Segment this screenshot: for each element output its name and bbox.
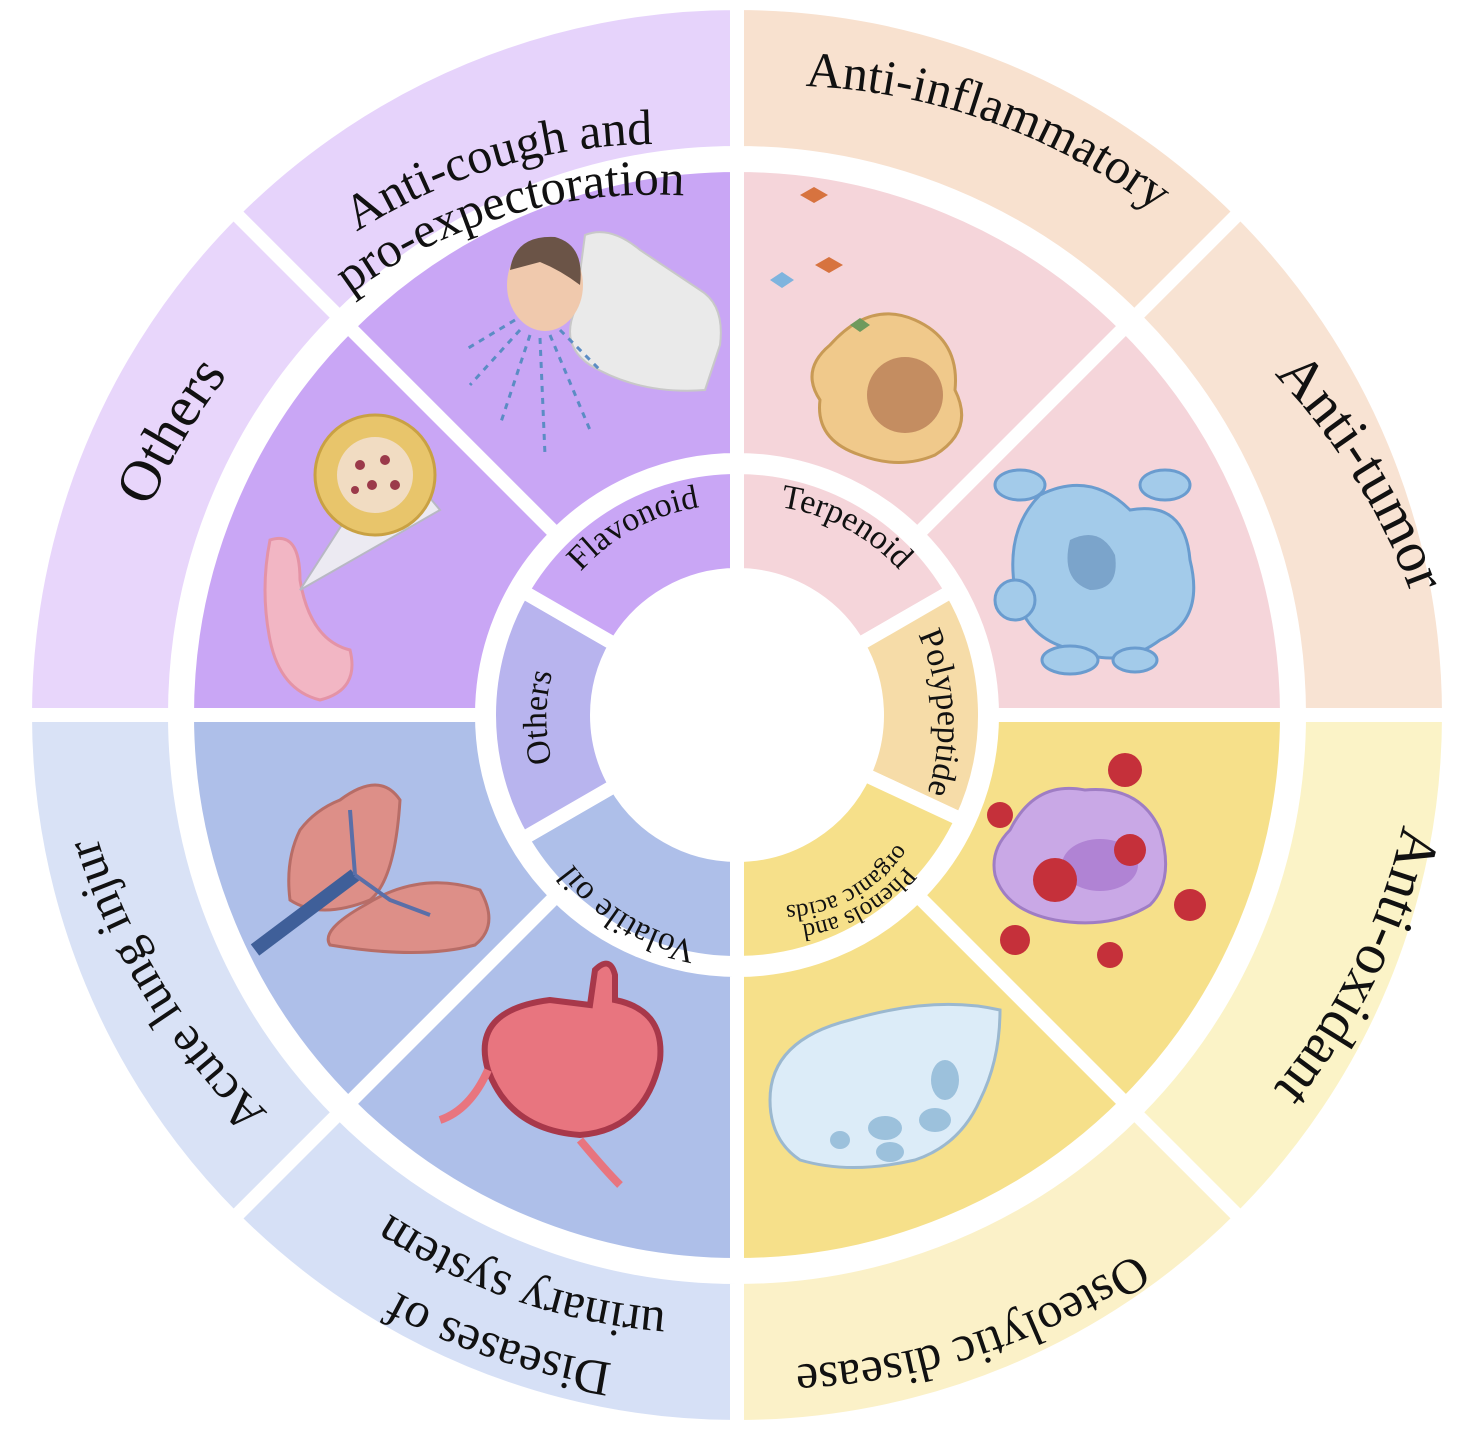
center-hole [597,575,877,855]
oxidative-stress-cell-icon [987,753,1206,968]
outer-sector-anti-cough [223,0,744,328]
tumor-cell-icon [993,468,1196,676]
macrophage-icon [770,187,964,464]
lungs-icon [250,783,491,956]
pancreas-icon [263,413,442,702]
bladder-icon [438,960,664,1188]
coughing-person-icon [464,231,722,456]
outer-ring [17,0,1457,1435]
osteoclast-icon [768,1002,1002,1169]
inner-ring [482,459,992,971]
